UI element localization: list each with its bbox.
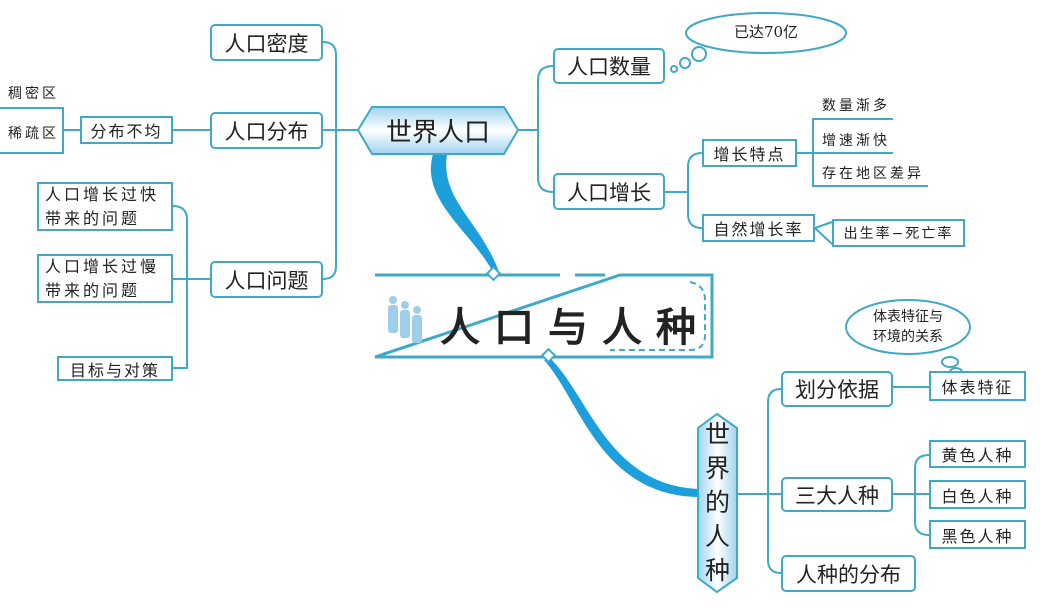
label-feature-item: 增速渐快 xyxy=(822,133,890,149)
label-feature-item: 数量渐多 xyxy=(822,98,890,114)
note-bubble-body-environment: 体表特征与 环境的关系 xyxy=(846,307,970,347)
center-title: 人口与人种 xyxy=(440,304,710,351)
title-char: 的 xyxy=(704,488,730,517)
node-white-race[interactable]: 白色人种 xyxy=(929,480,1026,509)
label-feature-item: 存在地区差异 xyxy=(822,166,924,182)
node-growth-features[interactable]: 增长特点 xyxy=(702,139,797,167)
label-sparse-area: 稀疏区 xyxy=(8,126,59,142)
node-birth-minus-death[interactable]: 出生率−死亡率 xyxy=(832,219,965,247)
node-text-line: 人口增长过慢 xyxy=(45,256,160,276)
node-classification-basis[interactable]: 划分依据 xyxy=(781,371,893,407)
node-population-quantity[interactable]: 人口数量 xyxy=(553,48,665,84)
node-text-line: 人口增长过快 xyxy=(45,184,160,204)
node-growth-too-slow[interactable]: 人口增长过慢 带来的问题 xyxy=(37,254,173,303)
node-text-line: 带来的问题 xyxy=(45,208,141,228)
node-goals-measures[interactable]: 目标与对策 xyxy=(57,356,173,381)
node-text-line: 带来的问题 xyxy=(45,280,141,300)
node-black-race[interactable]: 黑色人种 xyxy=(929,520,1026,549)
node-population-density[interactable]: 人口密度 xyxy=(210,24,323,61)
branch-curve-population xyxy=(430,154,499,272)
note-bubble-70-billion: 已达70亿 xyxy=(733,23,799,41)
node-world-races[interactable]: 世 界 的 人 种 xyxy=(698,414,737,592)
title-char: 界 xyxy=(704,454,730,483)
branch-curve-races xyxy=(544,360,698,497)
node-yellow-race[interactable]: 黄色人种 xyxy=(929,440,1026,468)
node-growth-too-fast[interactable]: 人口增长过快 带来的问题 xyxy=(37,182,173,231)
node-natural-growth-rate[interactable]: 自然增长率 xyxy=(702,214,815,242)
node-race-distribution[interactable]: 人种的分布 xyxy=(781,555,916,592)
title-char: 世 xyxy=(704,420,730,449)
node-population-problems[interactable]: 人口问题 xyxy=(210,261,323,298)
note-line: 体表特征与 xyxy=(873,309,943,325)
node-population-distribution[interactable]: 人口分布 xyxy=(210,112,323,149)
title-char: 人 xyxy=(704,522,730,551)
node-uneven-distribution[interactable]: 分布不均 xyxy=(80,116,173,144)
node-population-growth[interactable]: 人口增长 xyxy=(553,173,665,210)
people-icon xyxy=(388,296,422,343)
label-dense-area: 稠密区 xyxy=(8,86,59,102)
node-three-races[interactable]: 三大人种 xyxy=(781,477,893,512)
note-line: 环境的关系 xyxy=(873,329,943,345)
node-body-features[interactable]: 体表特征 xyxy=(929,371,1026,401)
title-char: 种 xyxy=(704,556,730,585)
node-world-population[interactable]: 世界人口 xyxy=(385,118,490,148)
